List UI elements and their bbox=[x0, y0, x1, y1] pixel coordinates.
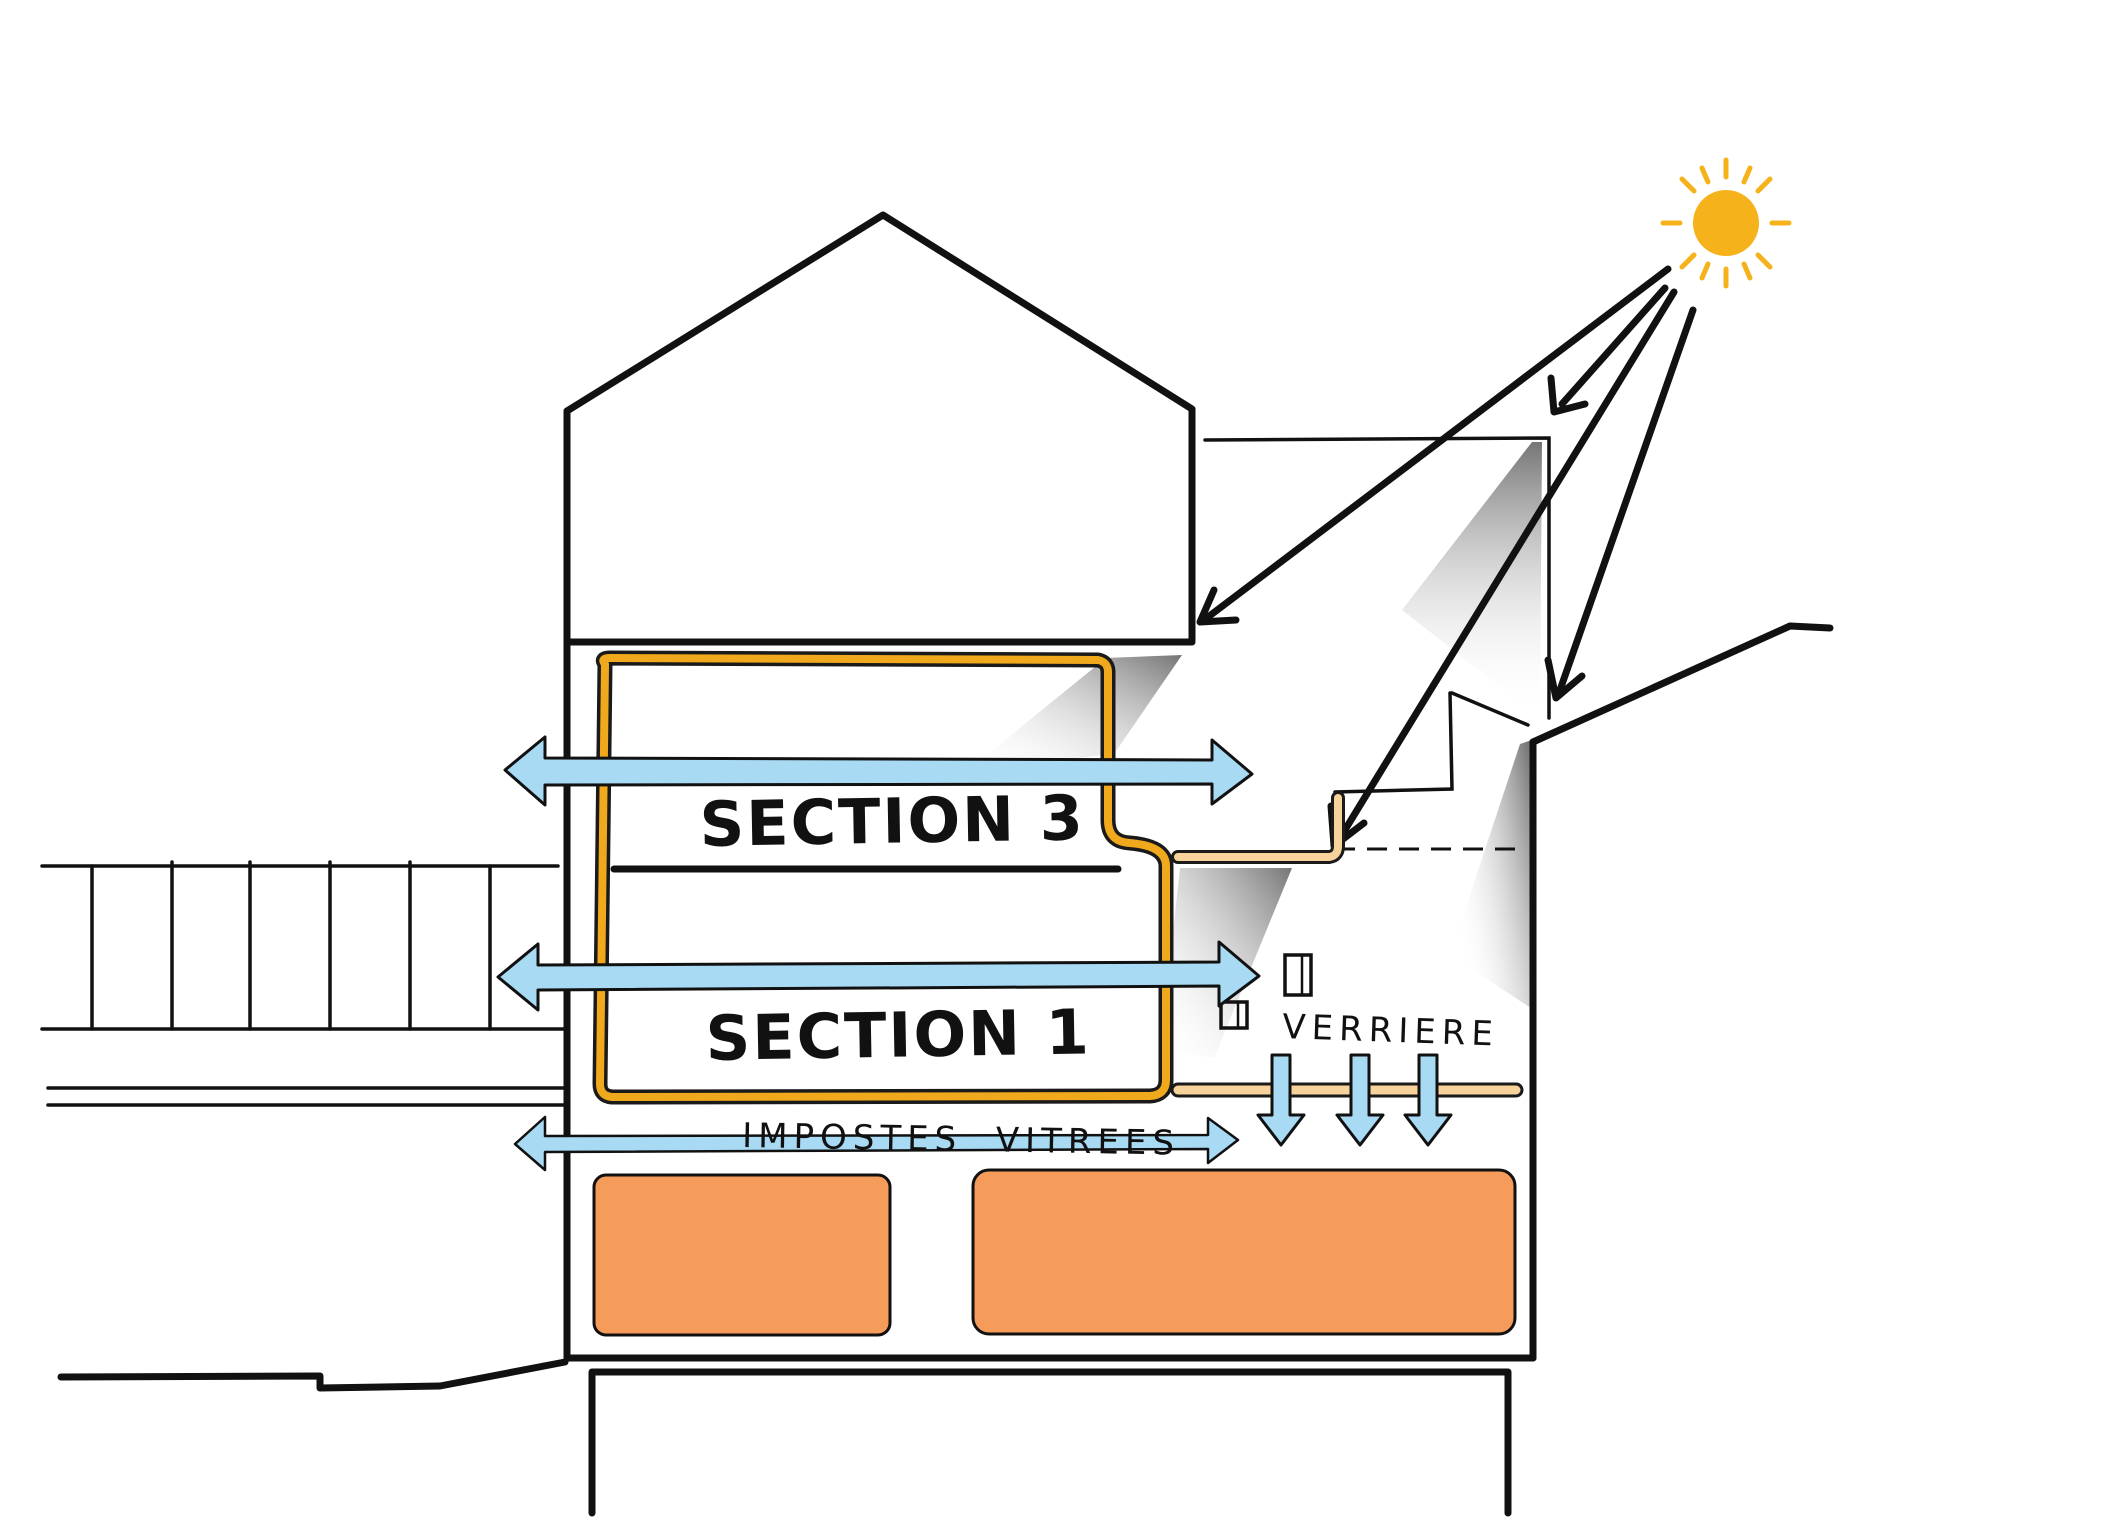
airflow-arrow-upper bbox=[503, 735, 1254, 807]
right-courtyard bbox=[1203, 436, 1834, 851]
label-section-3: SECTION 3 bbox=[699, 781, 1085, 861]
label-impostes-vitrees: IMPOSTES VITREES bbox=[742, 1116, 1181, 1164]
left-neighbour-gallery bbox=[40, 860, 568, 1107]
airflow-arrow-lower bbox=[513, 1115, 1240, 1172]
label-verriere: VERRIERE bbox=[1282, 1007, 1500, 1055]
main-building bbox=[57, 211, 1537, 1517]
airflow-arrow-middle bbox=[496, 940, 1261, 1012]
storage-block-right bbox=[971, 1168, 1517, 1336]
sun-icon bbox=[1660, 157, 1792, 289]
skylight-down-arrows bbox=[1256, 1053, 1453, 1147]
storage-block-left bbox=[592, 1173, 892, 1337]
sun-rays bbox=[1196, 265, 1697, 850]
label-section-1: SECTION 1 bbox=[705, 995, 1091, 1075]
window-glyphs bbox=[1219, 953, 1313, 1030]
skylight-slab-upper bbox=[1171, 791, 1345, 864]
section-outline bbox=[592, 650, 1174, 1105]
